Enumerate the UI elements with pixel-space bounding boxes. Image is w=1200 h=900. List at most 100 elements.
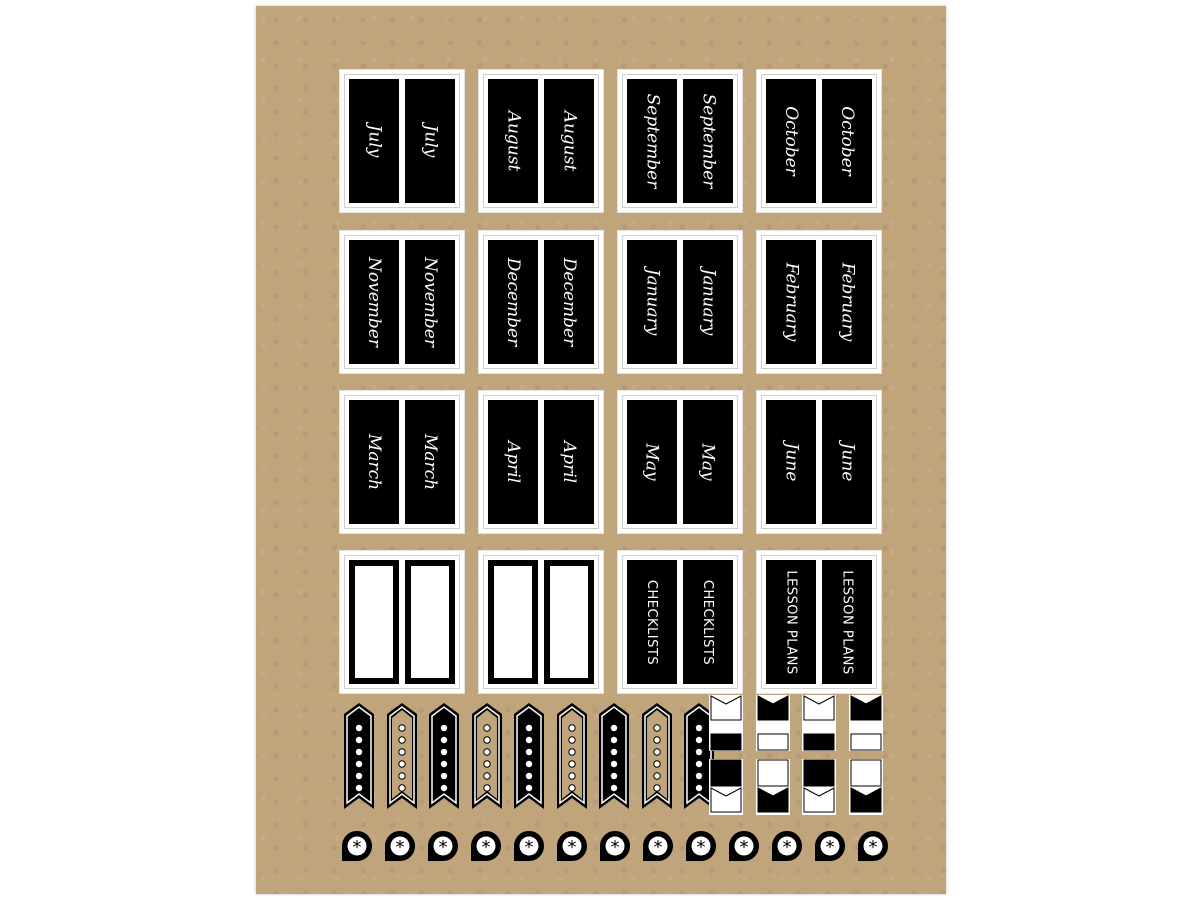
blank-tab [405,560,455,684]
month-label: September [642,93,663,189]
flag-sticker [386,703,417,809]
dot-icon [652,760,661,768]
month-tab: April [488,400,538,524]
dot-icon [397,760,406,768]
month-tab: October [766,79,816,203]
month-label: July [420,124,440,158]
month-label: January [698,268,718,336]
month-tab: August [488,79,538,203]
writing-box [355,566,393,678]
asterisk-bullet-sticker: * [385,831,415,861]
dot-icon [610,748,618,756]
dot-icon [525,760,533,768]
dot-icon [440,760,448,768]
dot-icon [525,748,533,756]
asterisk-bullet-sticker: * [514,831,544,861]
writing-box [550,566,588,678]
corner-tab-sticker [802,695,836,751]
month-card-september: September September [617,69,743,213]
dot-icon [482,772,491,780]
month-label: June [837,442,857,482]
dot-icon [355,736,363,744]
asterisk-icon: * [439,837,448,858]
writing-box [494,566,532,678]
dot-icon [567,760,576,768]
dot-icon [567,724,576,732]
asterisk-bullet-sticker: * [471,831,501,861]
month-label: August [559,110,579,172]
flag-sticker [471,703,502,809]
blank-tab [349,560,399,684]
dot-icon [397,736,406,744]
flag-sticker [344,703,374,809]
dot-icon [567,748,576,756]
month-label: February [837,262,857,342]
month-tab: August [544,79,594,203]
dot-icon [525,724,533,732]
month-label: October [781,106,801,176]
asterisk-icon: * [353,837,362,858]
month-card-november: November November [339,230,465,374]
asterisk-bullet-sticker: * [686,831,716,861]
month-tab: December [488,240,538,364]
category-tab: CHECKLISTS [683,560,733,684]
month-label: July [364,124,384,158]
dot-icon [695,760,703,768]
asterisk-icon: * [568,837,577,858]
asterisk-icon: * [783,837,792,858]
asterisk-bullet-sticker: * [815,831,845,861]
flag-sticker [556,703,587,809]
month-label: March [420,433,441,491]
month-tab: October [822,79,872,203]
blank-tab [488,560,538,684]
month-label: May [698,443,718,481]
month-label: September [698,93,719,189]
month-label: March [364,433,385,491]
month-tab: February [822,240,872,364]
month-tab: December [544,240,594,364]
month-tab: April [544,400,594,524]
dot-icon [610,760,618,768]
month-label: April [502,440,523,484]
flag-sticker [599,703,629,809]
month-label: December [503,257,523,347]
dot-icon [355,748,363,756]
asterisk-icon: * [482,837,491,858]
blank-tab [544,560,594,684]
month-label: April [558,440,579,484]
asterisk-bullet-sticker: * [342,831,372,861]
dot-icon [695,784,703,792]
month-label: January [642,268,662,336]
month-tab: March [349,400,399,524]
asterisk-bullet-sticker: * [858,831,888,861]
corner-tab-sticker [755,695,790,751]
month-card-june: June June [756,390,882,534]
month-card-february: February February [756,230,882,374]
month-tab: February [766,240,816,364]
checklists-card: CHECKLISTS CHECKLISTS [617,550,743,694]
dot-icon [397,724,406,732]
month-tab: November [405,240,455,364]
month-tab: May [683,400,733,524]
month-card-july: July July [339,69,465,213]
category-label: LESSON PLANS [783,569,799,675]
asterisk-icon: * [396,837,405,858]
month-tab: June [766,400,816,524]
corner-tab-sticker [755,759,790,815]
corner-tab-sticker [709,759,743,815]
dot-icon [567,772,576,780]
month-card-april: April April [478,390,604,534]
lesson-plans-card: LESSON PLANS LESSON PLANS [756,550,882,694]
dot-icon [652,772,661,780]
category-label: LESSON PLANS [839,569,855,675]
asterisk-icon: * [869,837,878,858]
dot-icon [397,772,406,780]
month-tab: July [349,79,399,203]
dot-icon [482,760,491,768]
dot-icon [482,784,491,792]
month-card-august: August August [478,69,604,213]
corner-tab-sticker [848,759,883,815]
category-tab: LESSON PLANS [822,560,872,684]
dot-icon [397,784,406,792]
flag-sticker [429,703,459,809]
